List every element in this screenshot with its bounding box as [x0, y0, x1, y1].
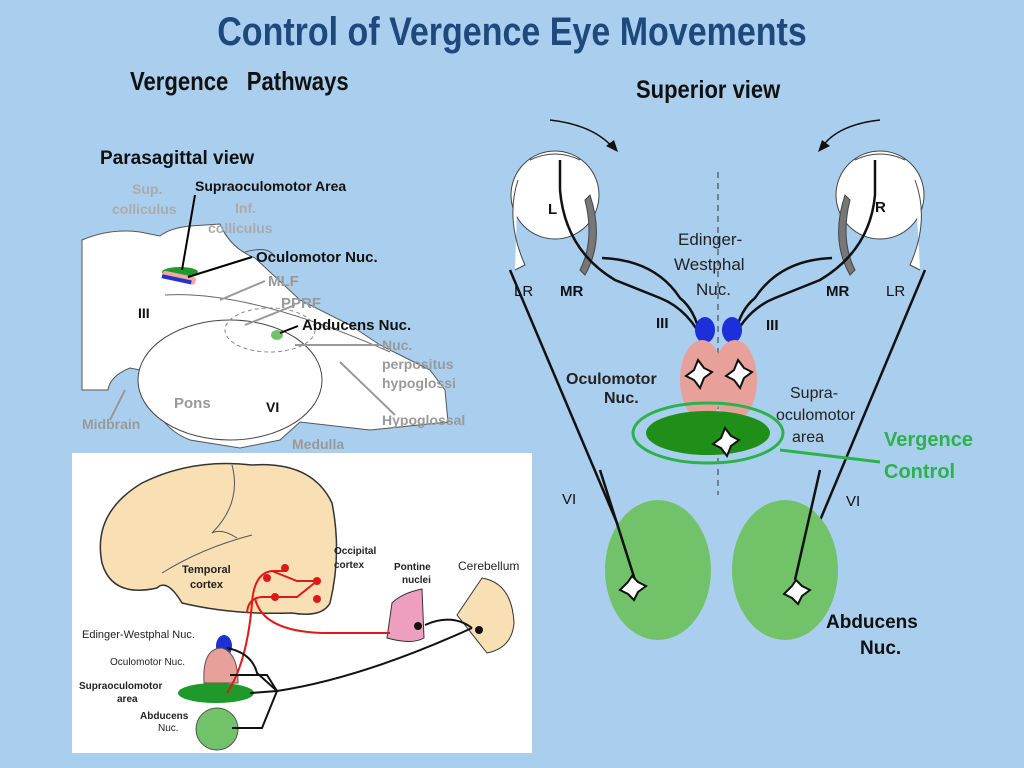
label-edinger-westphal: Edinger-Westphal Nuc.: [82, 629, 195, 641]
supra-shape: [178, 683, 254, 703]
label-oculomotor: Oculomotor Nuc.: [110, 657, 185, 668]
ew-left: [695, 317, 715, 343]
label-sup-colliculus-2: colliculus: [112, 201, 177, 217]
abducens-right: [732, 500, 838, 640]
abducens-shape: [195, 707, 239, 751]
label-iii: III: [138, 305, 150, 321]
label-supraoculomotor: Supraoculomotor: [79, 681, 162, 692]
label-ew-3: Nuc.: [696, 280, 731, 299]
label-abducens-1: Abducens: [826, 612, 918, 633]
label-temporal-2: cortex: [190, 579, 224, 591]
label-pontine-2: nuclei: [402, 575, 431, 586]
slide-title: Control of Vergence Eye Movements: [217, 10, 807, 54]
label-abducens: Abducens: [140, 711, 189, 722]
label-occipital-2: cortex: [334, 560, 364, 571]
label-sup-colliculus: Sup.: [132, 181, 162, 197]
label-vi-left: VI: [562, 491, 576, 508]
label-pons: Pons: [174, 395, 211, 412]
label-midbrain: Midbrain: [82, 416, 140, 432]
label-eye-l: L: [548, 201, 557, 218]
pons-shape: [137, 319, 323, 441]
label-temporal: Temporal: [182, 564, 231, 576]
label-mlf: MLF: [268, 273, 299, 290]
label-supraoculomotor-area: Supraoculomotor Area: [195, 178, 346, 194]
label-oculomotor-nuc: Oculomotor Nuc.: [256, 249, 378, 266]
left-eye: [510, 150, 600, 240]
label-nuc-perpositus-3: hypoglossi: [382, 375, 456, 391]
cerebellum-shape: [456, 577, 515, 654]
label-supra-3: area: [792, 429, 824, 446]
label-ew-2: Westphal: [674, 255, 745, 274]
label-supraoculomotor-2: area: [117, 694, 138, 705]
superior-view-diagram: L R LR MR MR LR Edinger- Westphal Nuc. I…: [508, 119, 973, 659]
label-mr-left: MR: [560, 283, 583, 300]
label-abducens-2: Nuc.: [158, 723, 179, 734]
left-heading: Vergence Pathways: [130, 66, 349, 96]
label-abducens-nuc: Abducens Nuc.: [302, 317, 411, 334]
label-pontine: Pontine: [394, 562, 431, 573]
ew-shape: [161, 274, 192, 285]
vergence-control-label-2: Control: [884, 461, 955, 483]
label-supra-1: Supra-: [790, 385, 838, 402]
label-vi: VI: [266, 399, 279, 415]
ew-right: [722, 317, 742, 343]
parasagittal-heading: Parasagittal view: [100, 148, 254, 169]
right-eye: [835, 150, 925, 240]
brain-shape: [99, 462, 338, 615]
vergence-control-label-1: Vergence: [884, 429, 973, 451]
right-heading: Superior view: [636, 76, 781, 104]
label-pprf: PPRF: [281, 295, 321, 312]
label-cerebellum: Cerebellum: [458, 559, 519, 573]
label-oculomotor-2: Nuc.: [604, 390, 639, 407]
supra-area: [646, 411, 770, 455]
abducens-left: [605, 500, 711, 640]
label-oculomotor-1: Oculomotor: [566, 371, 657, 388]
label-hypoglossal: Hypoglossal: [382, 412, 465, 428]
label-inf-colliculus: Inf.: [235, 200, 256, 216]
label-iii-left: III: [656, 315, 669, 332]
label-mr-right: MR: [826, 283, 849, 300]
label-iii-right: III: [766, 317, 779, 334]
label-abducens-2: Nuc.: [860, 638, 901, 659]
oculomotor-shape: [203, 647, 239, 684]
label-lr-left: LR: [514, 283, 533, 300]
label-occipital: Occipital: [334, 546, 376, 557]
label-ew-1: Edinger-: [678, 230, 742, 249]
pontine-shape: [386, 588, 425, 642]
label-nuc-perpositus-2: perpositus: [382, 356, 454, 372]
label-vi-right: VI: [846, 493, 860, 510]
label-supra-2: oculomotor: [776, 407, 856, 424]
lateral-pathway-diagram: Occipital cortex Temporal cortex Pontine…: [72, 453, 532, 753]
label-inf-colliculus-2: colliculus: [208, 220, 273, 236]
label-lr-right: LR: [886, 283, 905, 300]
label-nuc-perpositus: Nuc.: [382, 337, 412, 353]
parasagittal-diagram: Parasagittal view Sup. colliculus Suprao…: [81, 148, 465, 452]
vergence-control-ring: [631, 401, 785, 465]
label-eye-r: R: [875, 199, 886, 216]
label-medulla: Medulla: [292, 436, 344, 452]
